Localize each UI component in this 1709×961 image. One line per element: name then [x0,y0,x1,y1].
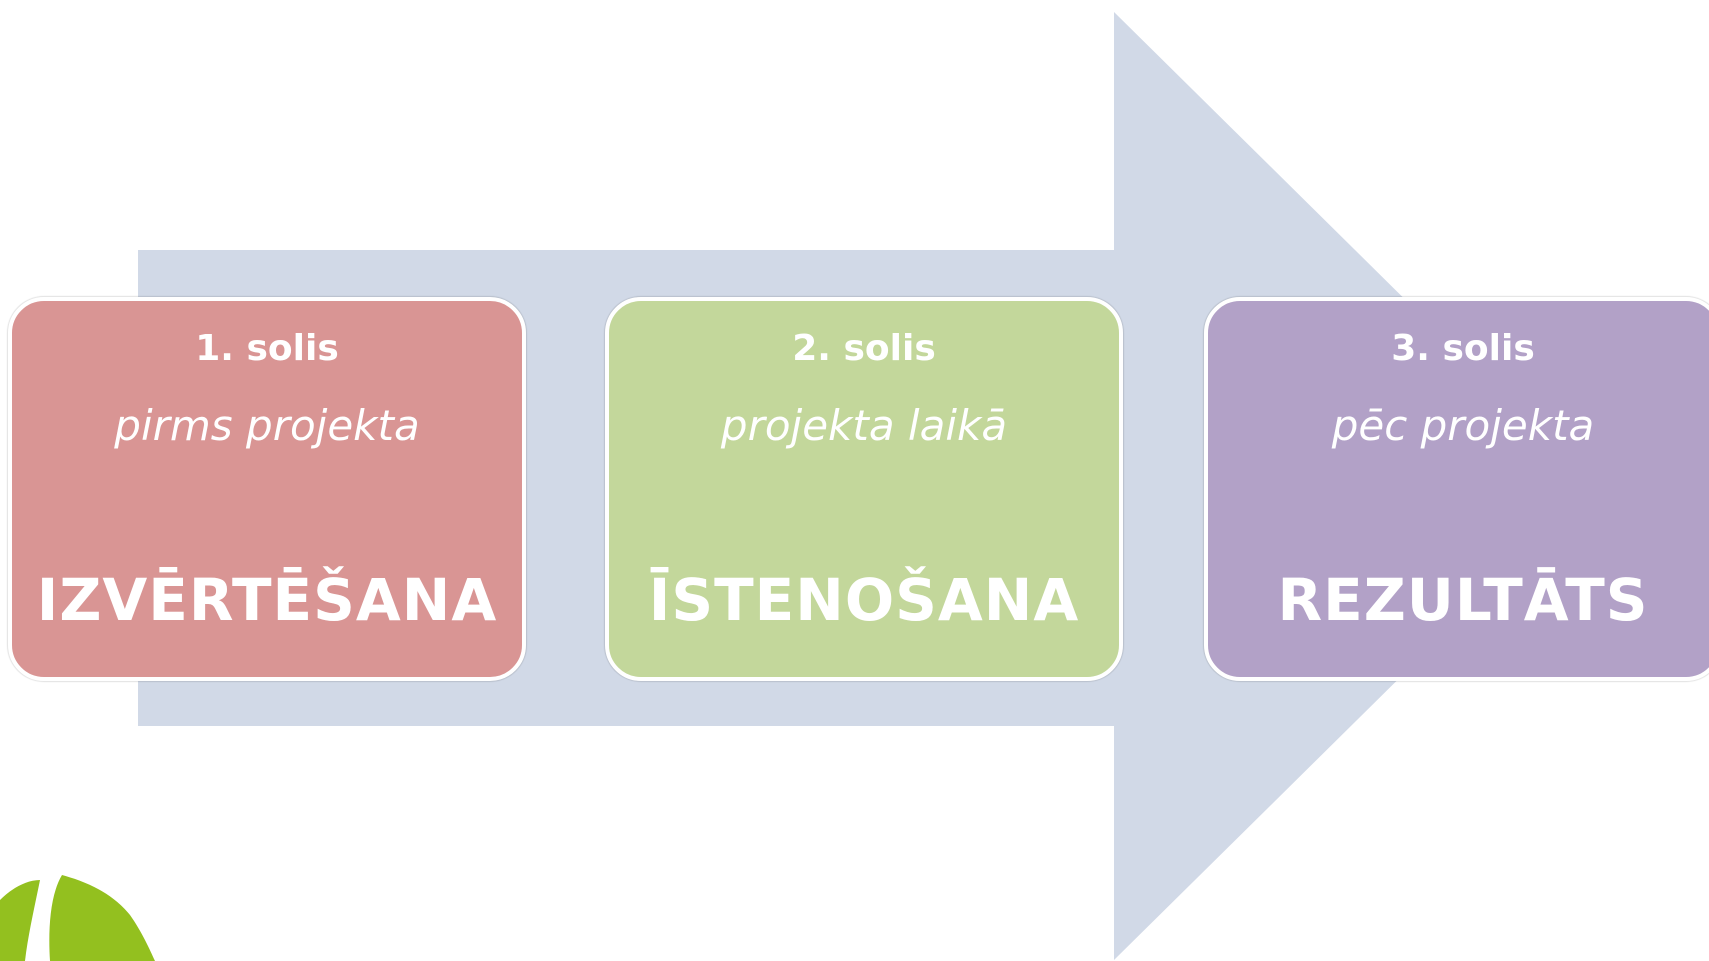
step-2-subtitle: projekta laikā [720,401,1008,450]
step-2-number: 2. solis [792,328,936,369]
step-card-2: 2. solis projekta laikā ĪSTENOŠANA [605,297,1123,681]
step-card-3: 3. solis pēc projekta REZULTĀTS [1204,297,1709,681]
step-1-subtitle: pirms projekta [114,401,420,450]
step-3-number: 3. solis [1391,328,1535,369]
step-1-number: 1. solis [195,328,339,369]
step-3-title: REZULTĀTS [1277,566,1649,634]
step-2-title: ĪSTENOŠANA [648,566,1080,634]
leaf-icon [0,875,156,961]
step-3-subtitle: pēc projekta [1331,401,1595,450]
step-1-title: IZVĒRTĒŠANA [36,566,498,634]
step-card-1: 1. solis pirms projekta IZVĒRTĒŠANA [8,297,526,681]
